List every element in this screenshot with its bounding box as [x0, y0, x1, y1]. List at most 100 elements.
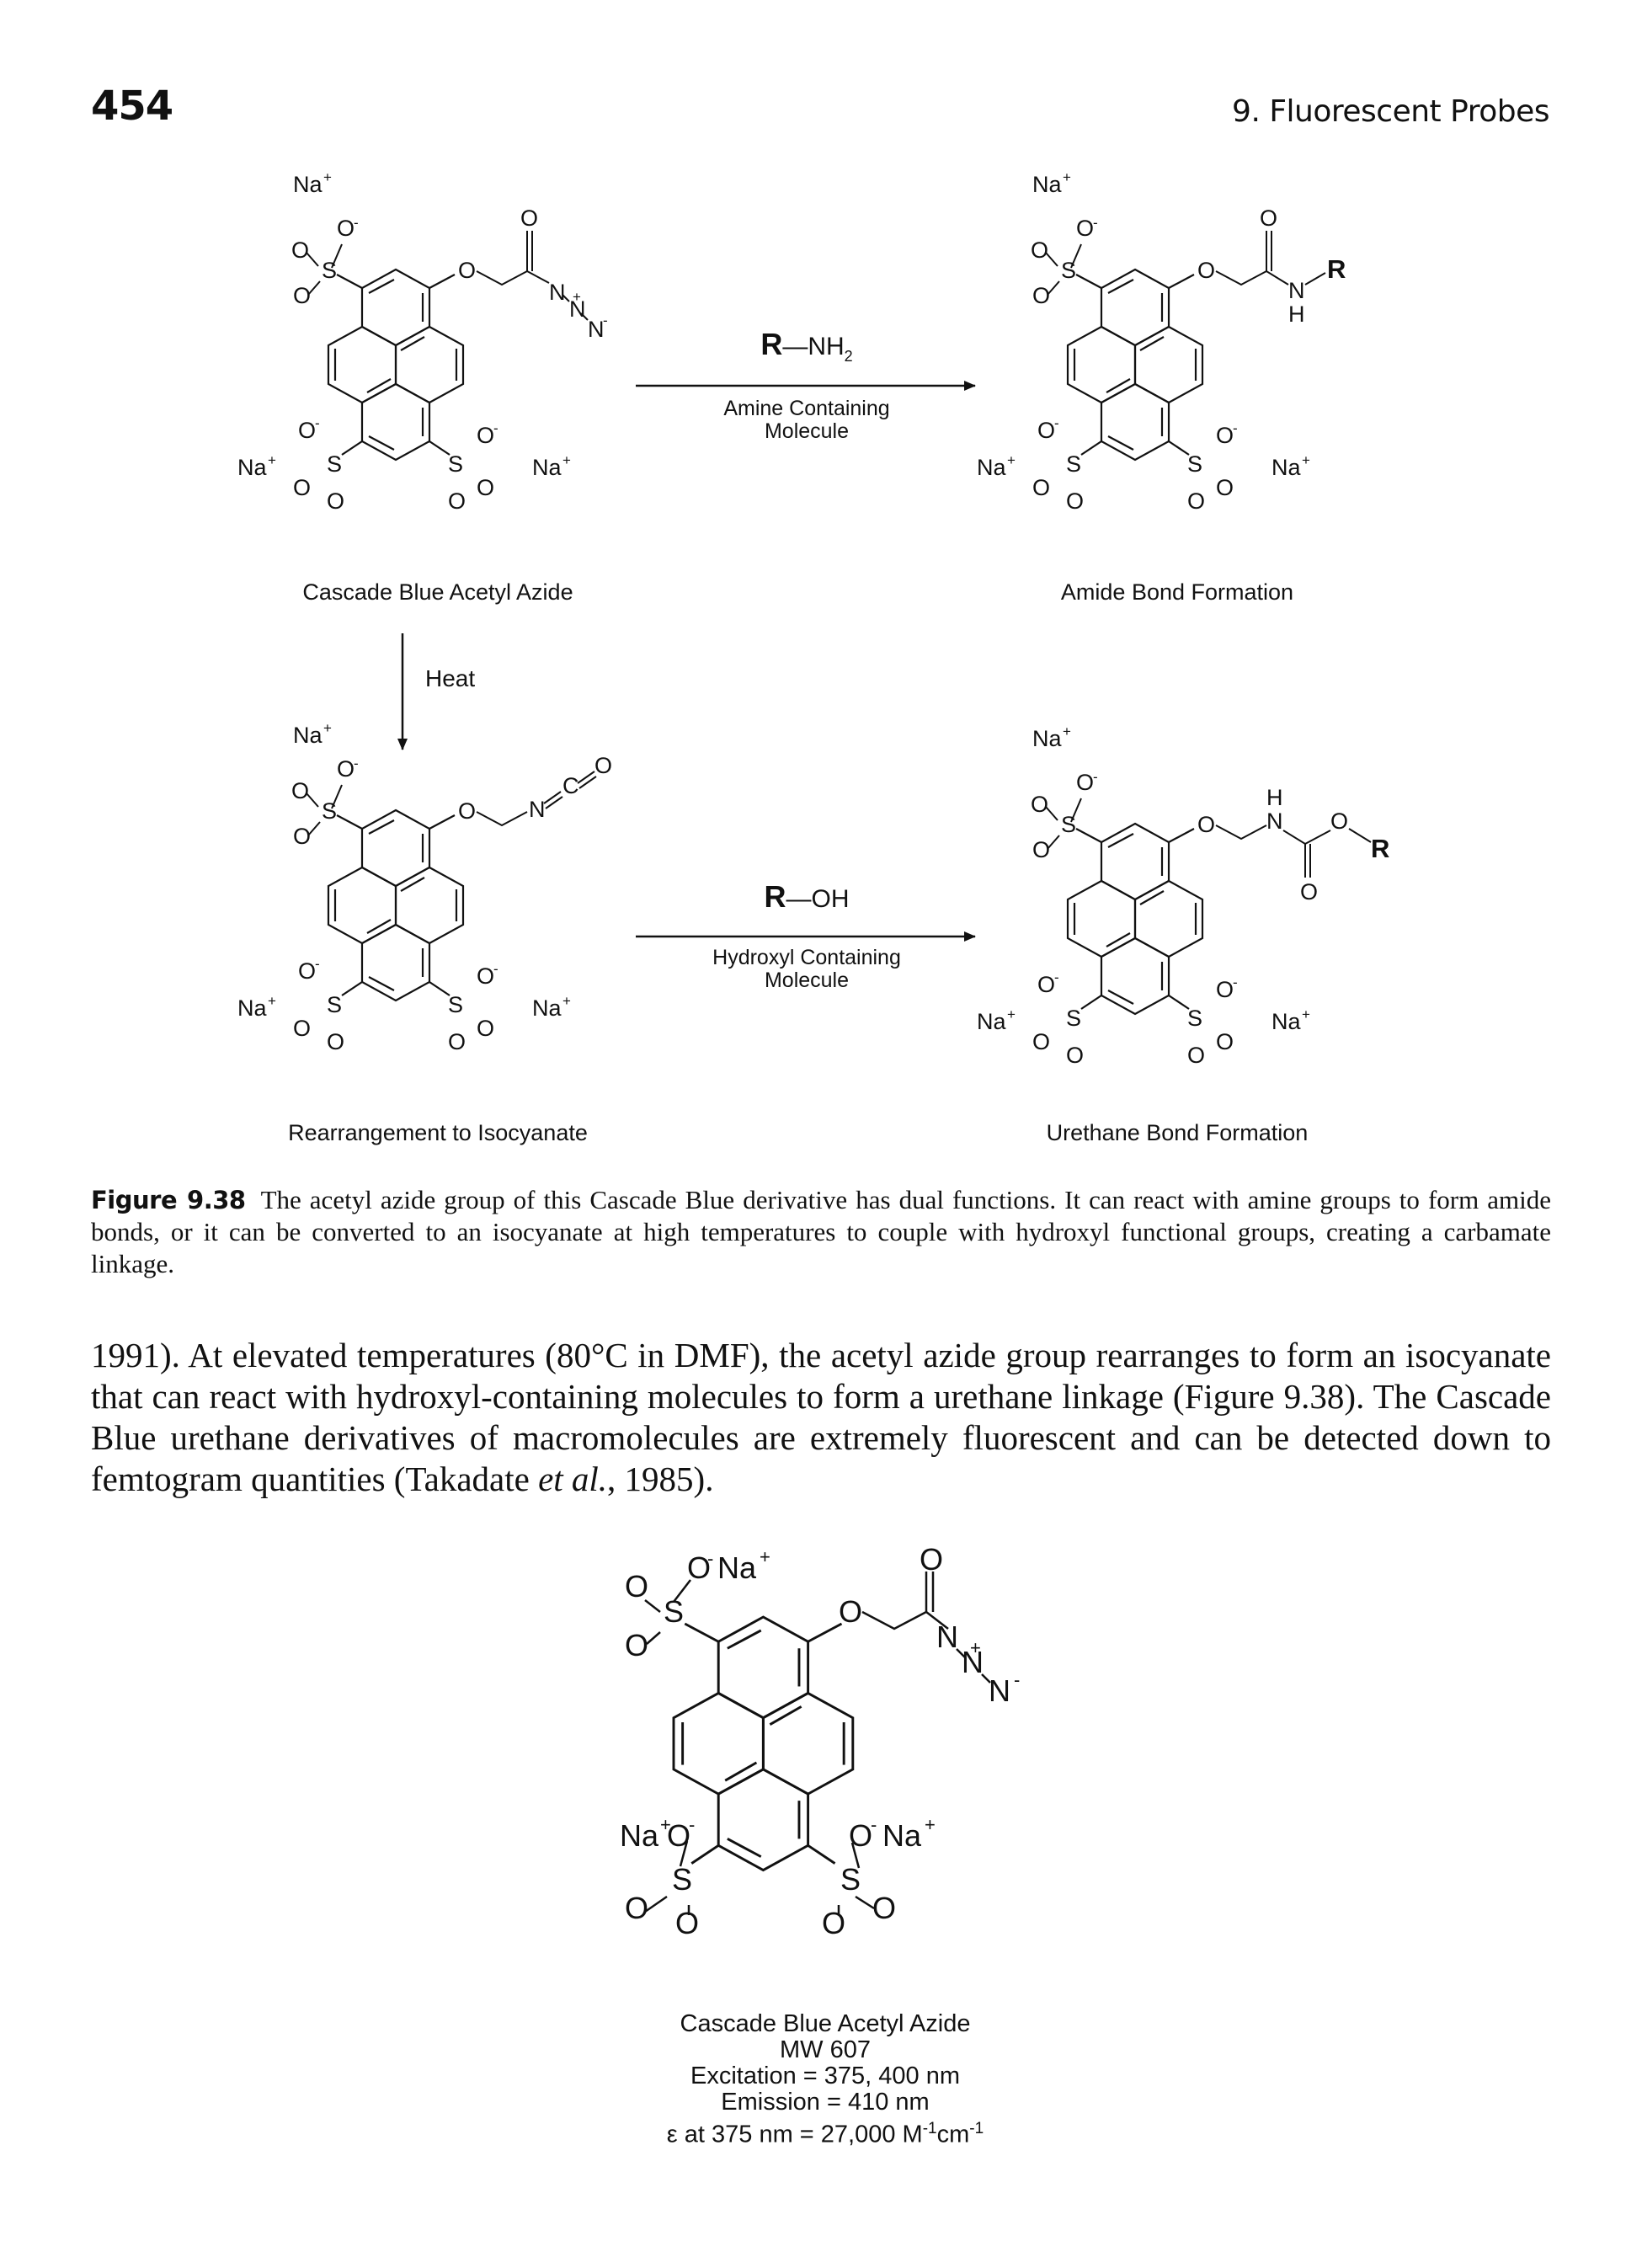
svg-text:+: + [562, 452, 571, 468]
svg-text:O: O [291, 778, 309, 803]
svg-text:-: - [603, 312, 608, 328]
svg-text:N: N [569, 296, 586, 322]
label-urethane-formation: Urethane Bond Formation [1046, 1120, 1309, 1145]
svg-text:-: - [354, 215, 359, 231]
compound-emission: Emission = 410 nm [721, 2089, 930, 2116]
svg-text:O: O [327, 1029, 344, 1054]
svg-text:-: - [354, 755, 359, 771]
svg-text:O: O [293, 475, 311, 500]
svg-text:-: - [315, 415, 320, 431]
structure-acetyl-azide: S O O O - Na+ O O N N+ N- S O O O- Na+ S… [237, 169, 608, 514]
svg-text:Na: Na [237, 455, 267, 480]
svg-text:O: O [337, 756, 355, 782]
compound-extinction: ε at 375 nm = 27,000 M-1cm-1 [666, 2120, 984, 2148]
svg-text:O: O [1197, 258, 1215, 283]
svg-text:O: O [625, 1569, 648, 1604]
svg-text:-: - [1093, 215, 1098, 231]
svg-text:O: O [327, 488, 344, 514]
structure-urethane: S O O O- Na+ O N H O R O S O O O- Na+ S … [977, 723, 1389, 1068]
compound-mw: MW 607 [780, 2036, 871, 2063]
svg-text:O: O [1076, 770, 1094, 795]
reaction1-description: Amine Containing Molecule [723, 397, 890, 443]
svg-text:O: O [458, 798, 476, 824]
svg-text:N: N [936, 1620, 958, 1654]
svg-text:S: S [448, 451, 463, 477]
svg-text:+: + [268, 993, 276, 1009]
svg-text:O: O [872, 1891, 896, 1925]
svg-text:N: N [588, 317, 605, 342]
svg-text:O: O [1037, 972, 1055, 997]
svg-text:H: H [1288, 302, 1305, 327]
svg-text:-: - [315, 956, 320, 972]
body-paragraph: 1991). At elevated temperatures (80°C in… [91, 1336, 1551, 1498]
svg-text:+: + [1007, 452, 1016, 468]
compound-properties: Cascade Blue Acetyl Azide MW 607 Excitat… [573, 2011, 1078, 2148]
svg-text:O: O [625, 1891, 648, 1925]
reagent-amine: R—NH2 [760, 327, 853, 366]
svg-text:-: - [1093, 769, 1098, 785]
svg-text:O: O [520, 205, 538, 231]
svg-text:O: O [625, 1628, 648, 1662]
compound-name: Cascade Blue Acetyl Azide [680, 2010, 971, 2037]
svg-text:O: O [839, 1594, 862, 1629]
svg-text:O: O [1037, 418, 1055, 443]
svg-text:O: O [1031, 237, 1048, 263]
svg-text:O: O [1330, 808, 1348, 834]
svg-text:H: H [1266, 785, 1283, 810]
svg-text:+: + [925, 1814, 936, 1835]
heat-label: Heat [425, 665, 476, 691]
svg-text:Na: Na [293, 172, 323, 197]
svg-text:Na: Na [532, 995, 562, 1021]
svg-text:N: N [549, 280, 566, 305]
svg-text:+: + [323, 169, 332, 185]
svg-text:O: O [1216, 475, 1234, 500]
svg-text:S: S [327, 451, 342, 477]
svg-text:+: + [660, 1814, 671, 1835]
label-acetyl-azide: Cascade Blue Acetyl Azide [302, 579, 573, 605]
label-amide-formation: Amide Bond Formation [1060, 579, 1294, 605]
svg-text:+: + [760, 1546, 770, 1567]
svg-text:Na: Na [1271, 1009, 1301, 1034]
svg-text:-: - [707, 1548, 713, 1569]
reaction2-description: Hydroxyl Containing Molecule [712, 946, 901, 992]
svg-text:O: O [293, 1016, 311, 1041]
reagent-hydroxyl: R—OH [764, 879, 850, 914]
svg-text:O: O [291, 237, 309, 263]
svg-text:O: O [293, 824, 311, 849]
compound-excitation: Excitation = 375, 400 nm [690, 2063, 960, 2089]
svg-text:O: O [822, 1906, 845, 1940]
svg-text:O: O [1032, 475, 1050, 500]
svg-text:-: - [493, 420, 498, 436]
svg-text:O: O [477, 475, 494, 500]
svg-text:-: - [1054, 415, 1059, 431]
svg-text:O: O [1300, 879, 1318, 905]
svg-text:+: + [323, 720, 332, 736]
svg-text:S: S [1187, 451, 1202, 477]
svg-text:S: S [840, 1862, 861, 1897]
svg-text:Na: Na [882, 1818, 922, 1853]
svg-text:Na: Na [620, 1818, 659, 1853]
svg-text:C: C [562, 773, 579, 798]
svg-text:O: O [594, 753, 612, 778]
svg-text:+: + [1007, 1006, 1016, 1022]
svg-text:Na: Na [977, 1009, 1006, 1034]
svg-text:O: O [448, 1029, 466, 1054]
svg-text:O: O [1216, 423, 1234, 448]
svg-text:O: O [477, 1016, 494, 1041]
svg-text:Na: Na [293, 723, 323, 748]
svg-text:Na: Na [1032, 172, 1062, 197]
svg-text:O: O [675, 1906, 699, 1940]
svg-text:-: - [1054, 969, 1059, 985]
svg-text:S: S [664, 1594, 684, 1629]
svg-text:Na: Na [977, 455, 1006, 480]
svg-text:O: O [1032, 1029, 1050, 1054]
svg-text:S: S [1066, 1006, 1081, 1031]
svg-text:S: S [327, 992, 342, 1017]
svg-text:S: S [1066, 451, 1081, 477]
structure-amide: S O O O- Na+ O O N H R S O O O- Na+ S O … [977, 169, 1346, 514]
svg-text:O: O [477, 423, 494, 448]
reaction-scheme-figure: S O O O - Na+ O O N N+ N- S O O O- Na+ S… [237, 169, 1389, 1068]
svg-text:-: - [871, 1814, 877, 1835]
svg-text:+: + [1063, 723, 1071, 739]
